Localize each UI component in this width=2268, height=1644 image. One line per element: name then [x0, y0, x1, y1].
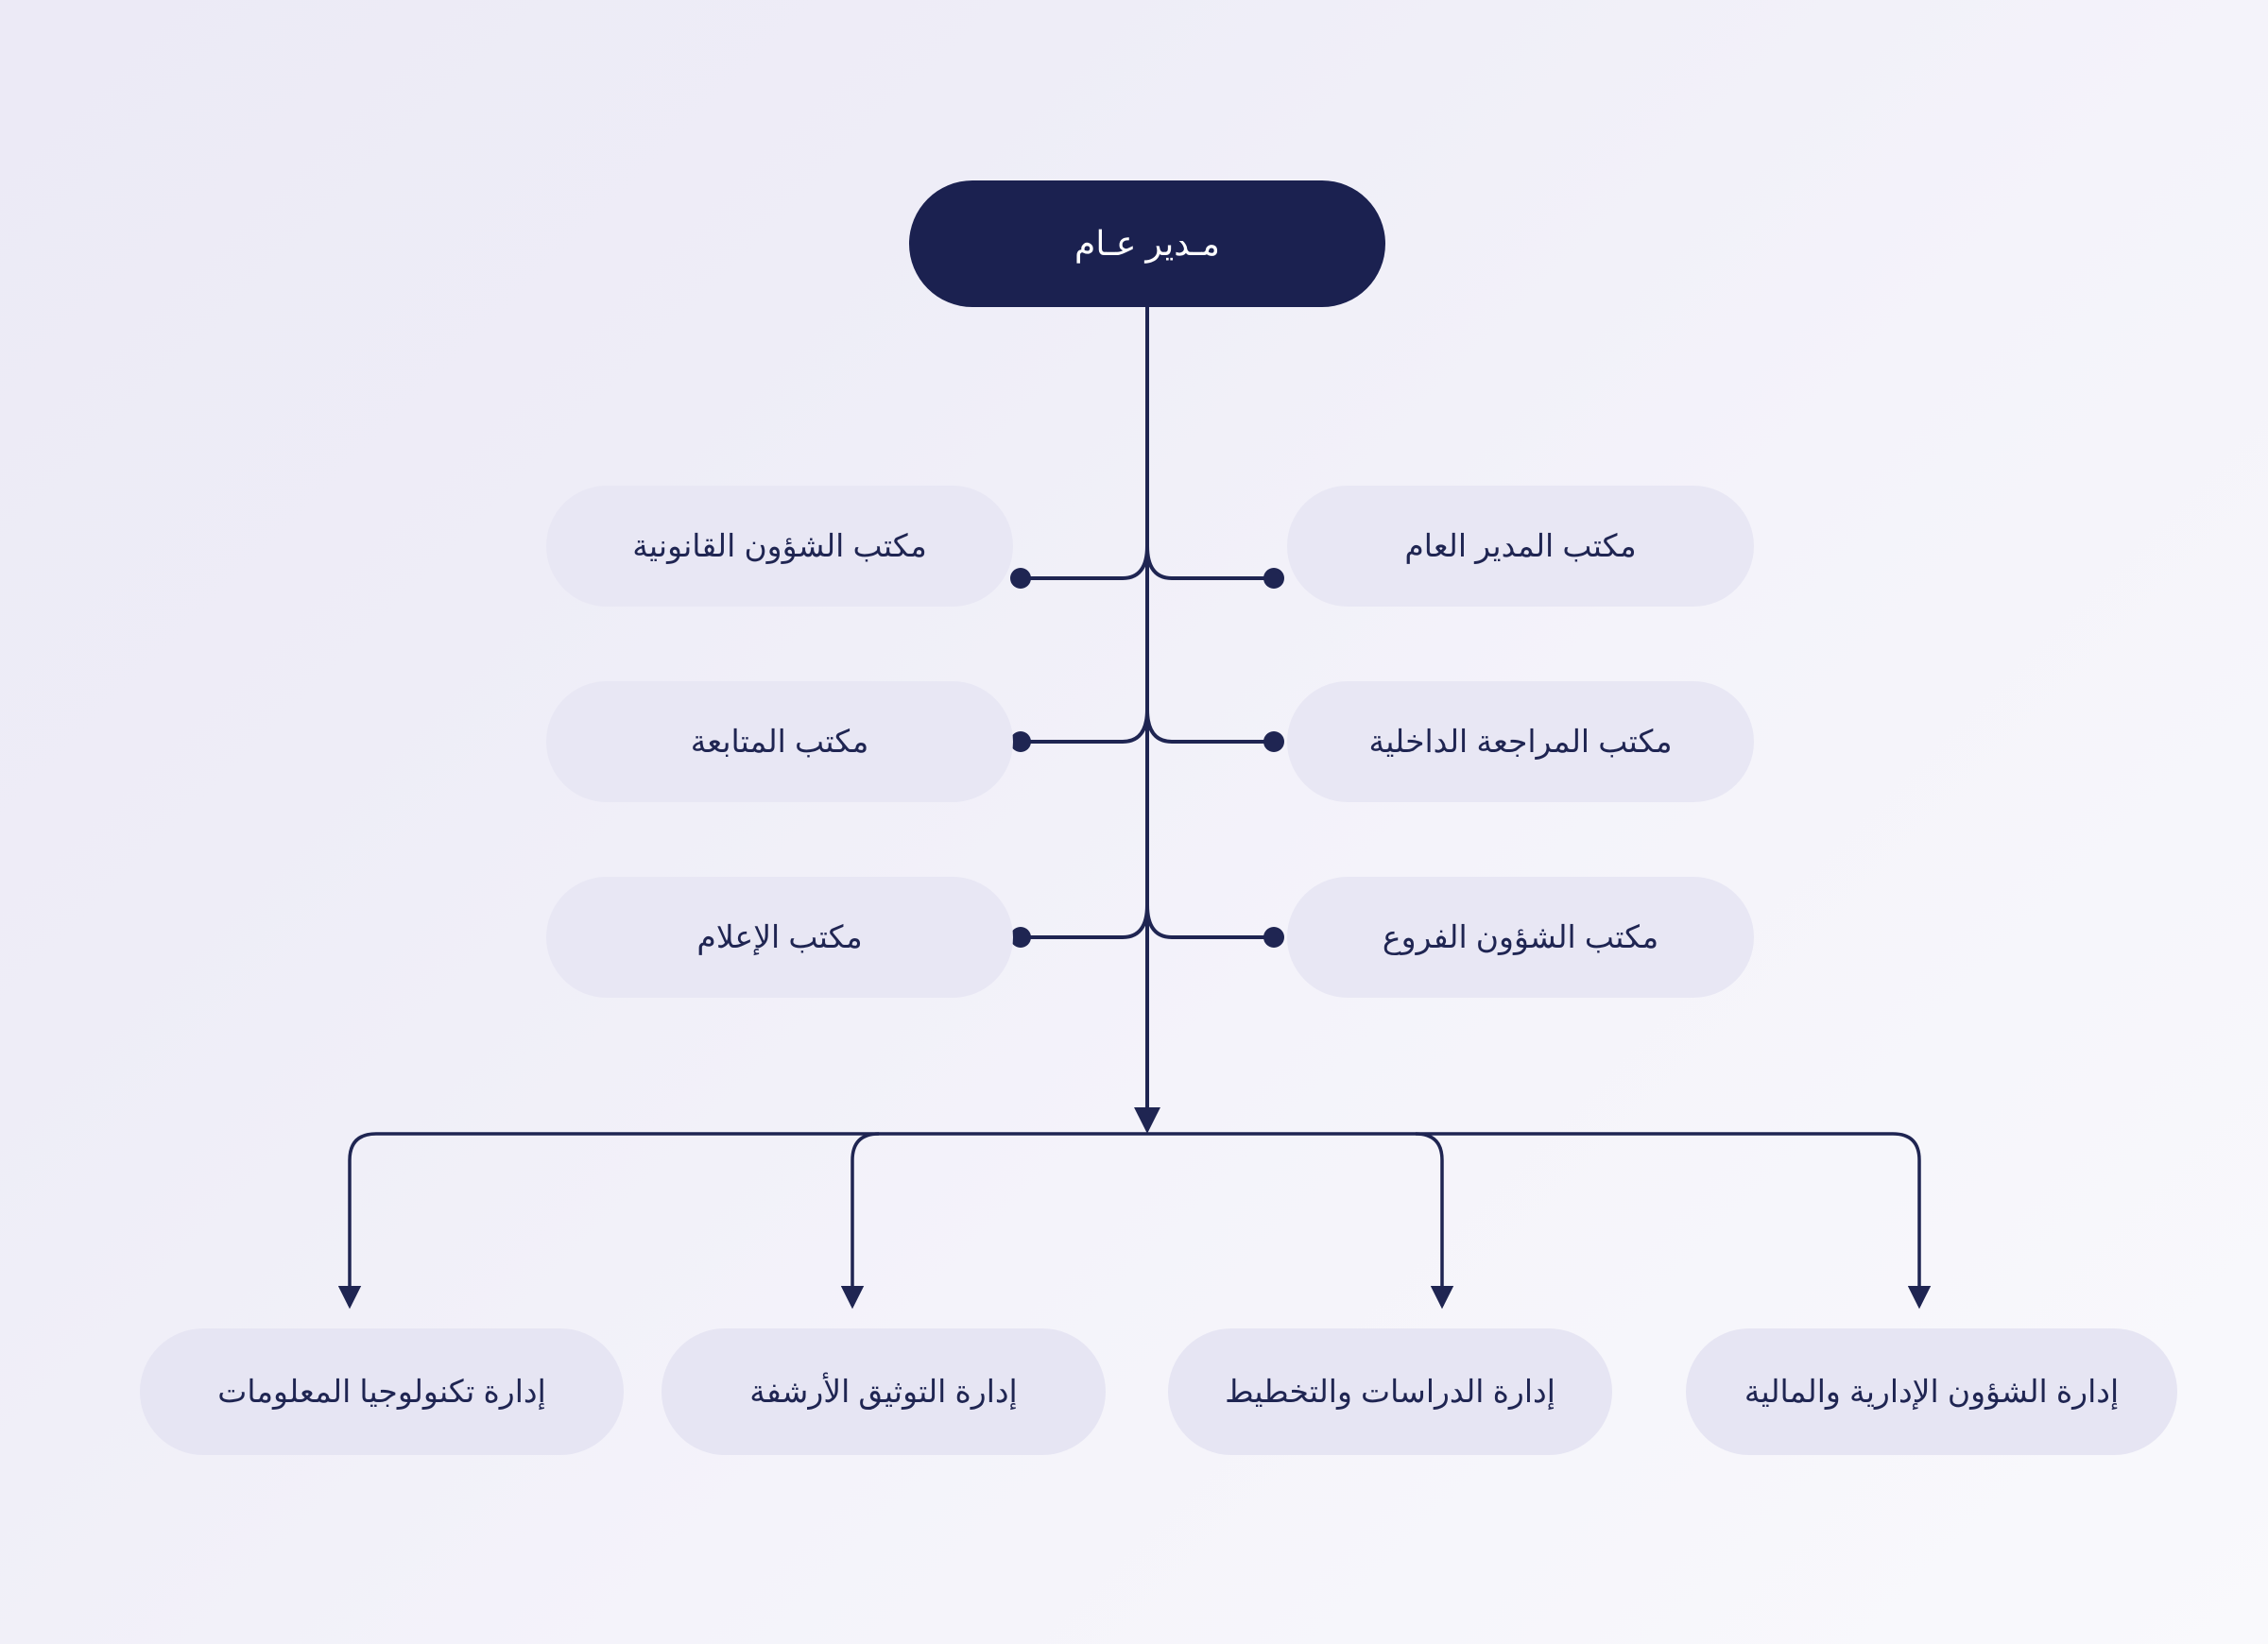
- node-it-department-label: إدارة تكنولوجيا المعلومات: [217, 1373, 546, 1409]
- branch-branches: [1145, 904, 1267, 939]
- node-legal-affairs-office-label: مكتب الشؤون القانونية: [632, 527, 927, 563]
- branch-dot-gm-office: [1263, 568, 1284, 589]
- branch-media: [1027, 904, 1149, 939]
- node-root-label: مـدير عـام: [1074, 223, 1220, 263]
- branch-dot-media: [1010, 927, 1031, 948]
- branch-dot-followup: [1010, 731, 1031, 752]
- node-general-manager-office-label: مكتب المدير العام: [1404, 527, 1637, 563]
- node-internal-audit-office[interactable]: مكتب المراجعة الداخلية: [1287, 681, 1754, 802]
- node-it-department[interactable]: إدارة تكنولوجيا المعلومات: [140, 1328, 624, 1455]
- branch-dot-audit: [1263, 731, 1284, 752]
- node-general-manager-office[interactable]: مكتب المدير العام: [1287, 486, 1754, 607]
- node-studies-planning-department-label: إدارة الدراسات والتخطيط: [1225, 1373, 1555, 1409]
- node-documentation-archiving-department-label: إدارة التوثيق الأرشفة: [749, 1373, 1018, 1409]
- drop-it: [337, 1132, 377, 1310]
- node-studies-planning-department[interactable]: إدارة الدراسات والتخطيط: [1168, 1328, 1612, 1455]
- node-branch-affairs-office[interactable]: مكتب الشؤون الفروع: [1287, 877, 1754, 998]
- node-internal-audit-office-label: مكتب المراجعة الداخلية: [1368, 723, 1673, 759]
- node-media-office-label: مكتب الإعلام: [696, 918, 863, 954]
- node-administrative-financial-affairs-department[interactable]: إدارة الشؤون الإدارية والمالية: [1686, 1328, 2177, 1455]
- branch-dot-branches: [1263, 927, 1284, 948]
- branch-legal: [1027, 545, 1149, 580]
- branch-dot-legal: [1010, 568, 1031, 589]
- node-followup-office[interactable]: مكتب المتابعة: [546, 681, 1013, 802]
- node-administrative-financial-affairs-department-label: إدارة الشؤون الإدارية والمالية: [1744, 1373, 2120, 1409]
- branch-audit: [1145, 709, 1267, 744]
- branch-followup: [1027, 709, 1149, 744]
- drop-planning: [1415, 1132, 1454, 1310]
- node-documentation-archiving-department[interactable]: إدارة التوثيق الأرشفة: [662, 1328, 1106, 1455]
- branch-gm-office: [1145, 545, 1267, 580]
- node-followup-office-label: مكتب المتابعة: [690, 723, 869, 759]
- node-media-office[interactable]: مكتب الإعلام: [546, 877, 1013, 998]
- drop-admin: [1892, 1132, 1932, 1310]
- node-legal-affairs-office[interactable]: مكتب الشؤون القانونية: [546, 486, 1013, 607]
- drop-archive: [840, 1132, 880, 1310]
- node-branch-affairs-office-label: مكتب الشؤون الفروع: [1382, 918, 1659, 954]
- node-root[interactable]: مـدير عـام: [909, 180, 1385, 307]
